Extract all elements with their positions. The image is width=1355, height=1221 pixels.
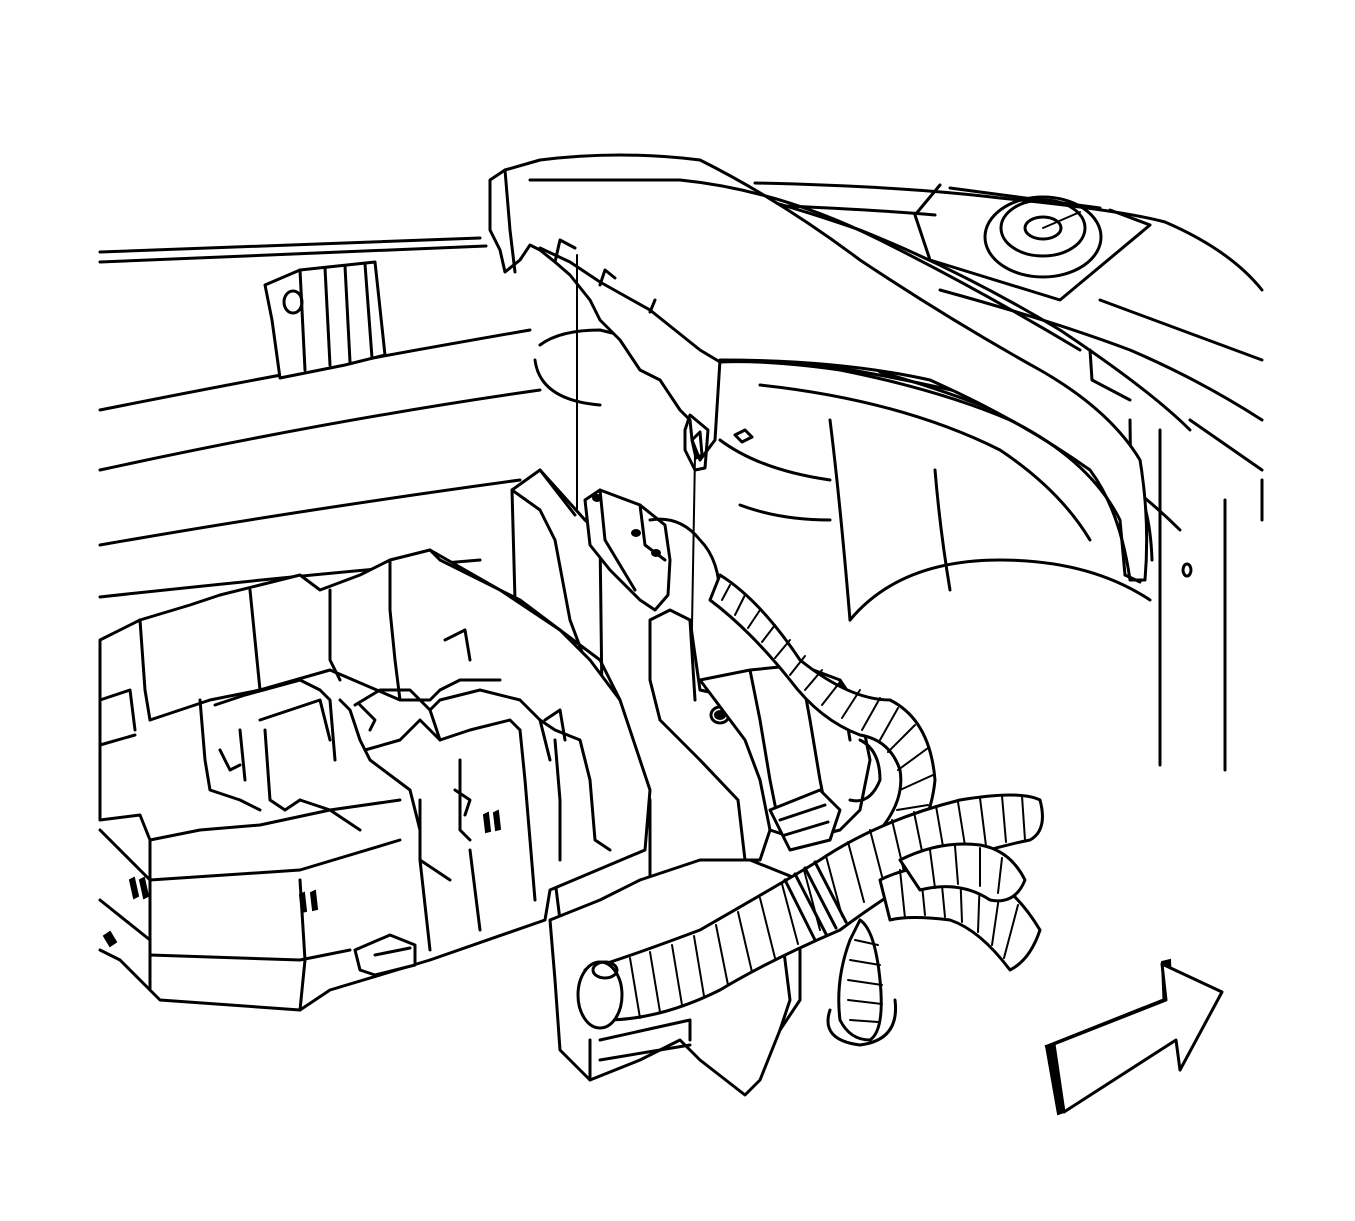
forward-arrow-icon [1044,958,1224,1116]
fuse-block-cover [488,153,1149,741]
wiring-harness [576,573,1044,1047]
fuse-relay-block [98,548,652,1012]
